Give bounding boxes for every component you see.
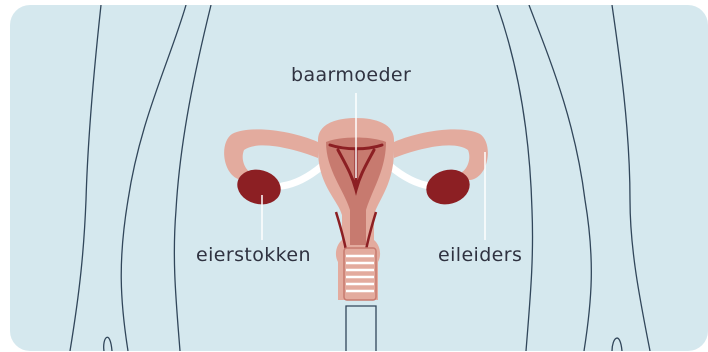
fallopian-tubes-label: eileiders (438, 244, 522, 266)
uterus-label: baarmoeder (291, 64, 411, 86)
ovaries-label: eierstokken (196, 244, 311, 266)
